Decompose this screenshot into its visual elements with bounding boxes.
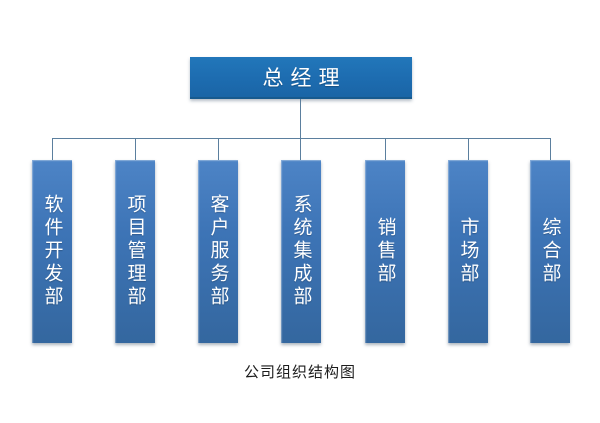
diagram-caption: 公司组织结构图 (243, 365, 356, 381)
connector-drop-4 (300, 138, 301, 160)
org-node-dept-system-integration: 系统集成部 (281, 160, 321, 343)
connector-root-stem (300, 99, 301, 138)
connector-drop-3 (218, 138, 219, 160)
org-node-dept-customer-service: 客户服务部 (198, 160, 238, 343)
org-node-dept-label: 销售部 (374, 217, 396, 286)
org-node-dept-label: 综合部 (539, 217, 561, 286)
connector-drop-7 (550, 138, 551, 160)
org-node-dept-general: 综合部 (530, 160, 570, 343)
org-node-dept-label: 市场部 (457, 217, 479, 286)
connector-drop-1 (52, 138, 53, 160)
org-node-dept-label: 项目管理部 (124, 194, 146, 309)
org-node-dept-label: 客户服务部 (207, 194, 229, 309)
org-node-dept-label: 系统集成部 (290, 194, 312, 309)
org-node-dept-sales: 销售部 (365, 160, 405, 343)
connector-drop-6 (468, 138, 469, 160)
org-node-dept-software: 软件开发部 (32, 160, 72, 343)
connector-bus (52, 138, 551, 139)
org-node-root: 总经理 (190, 57, 412, 99)
connector-drop-5 (385, 138, 386, 160)
org-node-dept-project: 项目管理部 (115, 160, 155, 343)
org-node-dept-marketing: 市场部 (448, 160, 488, 343)
org-node-dept-label: 软件开发部 (41, 194, 63, 309)
org-node-root-label: 总经理 (262, 66, 347, 90)
connector-drop-2 (135, 138, 136, 160)
